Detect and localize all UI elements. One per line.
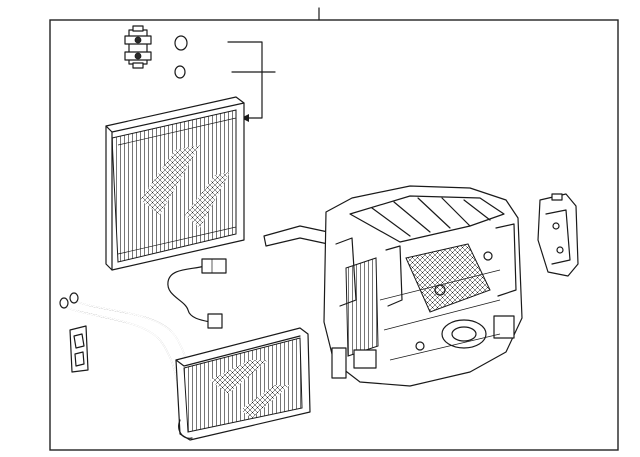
o-ring-upper <box>174 35 188 51</box>
hvac-case-assembly <box>263 185 523 387</box>
pipe-clamp <box>69 325 89 373</box>
callout-bracket <box>227 41 276 122</box>
evaporator-core <box>105 96 245 271</box>
bracket <box>537 193 579 277</box>
expansion-valve <box>124 25 152 69</box>
heater-core-with-pipes <box>59 292 311 441</box>
o-ring-lower <box>174 65 186 79</box>
temperature-sensor <box>167 258 227 329</box>
diagram-frame <box>49 19 619 451</box>
